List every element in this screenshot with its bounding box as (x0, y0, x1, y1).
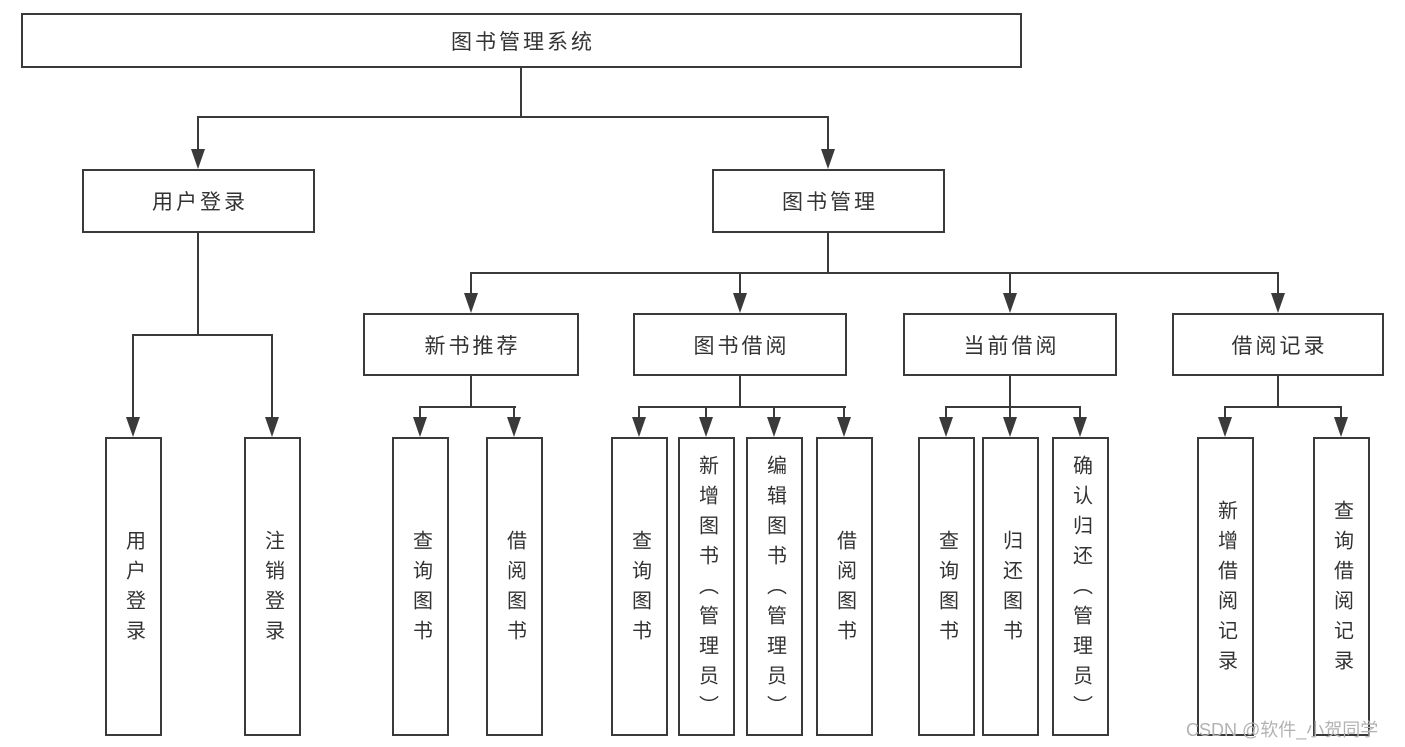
node-borrow-record-label: 借阅记录 (1231, 334, 1328, 358)
arrow-down-icon (1003, 293, 1017, 313)
arrow-down-icon (191, 149, 205, 169)
connector-to-leaf (773, 407, 775, 419)
connector-to-leaf (1224, 407, 1226, 419)
leaf-add-book-admin-label: 新增图书（管理员） (695, 454, 718, 725)
connector-root-stub (520, 68, 522, 117)
connector-to-level3 (470, 273, 472, 295)
connector-current-bar (945, 406, 1081, 408)
connector-to-leaf (132, 335, 134, 419)
arrow-down-icon (1218, 417, 1232, 437)
leaf-edit-book-admin-label: 编辑图书（管理员） (763, 454, 786, 725)
leaf-query-borrow-record-label: 查询借阅记录 (1330, 499, 1353, 680)
node-new-book-recommend: 新书推荐 (363, 313, 579, 376)
connector-to-leaf (1009, 407, 1011, 419)
connector-book-management-bar (470, 272, 1279, 274)
arrow-down-icon (1073, 417, 1087, 437)
leaf-borrow-query-book: 查询图书 (611, 437, 668, 736)
connector-user-login-bar (132, 334, 273, 336)
leaf-edit-book-admin: 编辑图书（管理员） (746, 437, 803, 736)
node-current-borrow: 当前借阅 (903, 313, 1117, 376)
leaf-borrow-query-book-label: 查询图书 (628, 529, 651, 650)
leaf-current-query-book-label: 查询图书 (935, 529, 958, 650)
leaf-user-logout: 注销登录 (244, 437, 301, 736)
connector-to-user-login (197, 117, 199, 151)
arrow-down-icon (413, 417, 427, 437)
connector-to-leaf (419, 407, 421, 419)
connector-root-bar (197, 116, 829, 118)
connector-to-leaf (1340, 407, 1342, 419)
node-borrow-record: 借阅记录 (1172, 313, 1384, 376)
node-user-login: 用户登录 (82, 169, 315, 233)
node-book-management-label: 图书管理 (782, 191, 878, 214)
connector-book-management-stub (827, 233, 829, 273)
leaf-return-book-label: 归还图书 (999, 529, 1022, 650)
leaf-recommend-borrow-book: 借阅图书 (486, 437, 543, 736)
leaf-return-book: 归还图书 (982, 437, 1039, 736)
arrow-down-icon (464, 293, 478, 313)
arrow-down-icon (767, 417, 781, 437)
arrow-down-icon (632, 417, 646, 437)
connector-recommend-stub (470, 376, 472, 407)
leaf-user-logout-label: 注销登录 (261, 529, 284, 650)
arrow-down-icon (1003, 417, 1017, 437)
node-root-label: 图书管理系统 (451, 30, 595, 54)
connector-current-stub (1009, 376, 1011, 407)
node-book-borrow: 图书借阅 (633, 313, 847, 376)
arrow-down-icon (733, 293, 747, 313)
connector-recommend-bar (419, 406, 516, 408)
connector-record-stub (1277, 376, 1279, 407)
connector-to-leaf (513, 407, 515, 419)
connector-to-leaf (843, 407, 845, 419)
arrow-down-icon (699, 417, 713, 437)
node-book-management: 图书管理 (712, 169, 945, 233)
connector-to-level3 (1277, 273, 1279, 295)
leaf-add-borrow-record-label: 新增借阅记录 (1214, 499, 1237, 680)
node-current-borrow-label: 当前借阅 (963, 334, 1060, 358)
leaf-recommend-query-book-label: 查询图书 (409, 529, 432, 650)
leaf-user-login-label: 用户登录 (122, 529, 145, 650)
leaf-borrow-book: 借阅图书 (816, 437, 873, 736)
watermark: CSDN @软件_小贺同学 (1186, 720, 1379, 740)
connector-to-leaf (1079, 407, 1081, 419)
connector-to-level3 (739, 273, 741, 295)
leaf-borrow-book-label: 借阅图书 (833, 529, 856, 650)
connector-to-level3 (1009, 273, 1011, 295)
connector-to-leaf (705, 407, 707, 419)
leaf-current-query-book: 查询图书 (918, 437, 975, 736)
leaf-add-book-admin: 新增图书（管理员） (678, 437, 735, 736)
connector-to-leaf (945, 407, 947, 419)
leaf-user-login: 用户登录 (105, 437, 162, 736)
arrow-down-icon (1271, 293, 1285, 313)
leaf-recommend-borrow-book-label: 借阅图书 (503, 529, 526, 650)
node-new-book-recommend-label: 新书推荐 (424, 334, 521, 358)
arrow-down-icon (837, 417, 851, 437)
connector-record-bar (1224, 406, 1342, 408)
node-root: 图书管理系统 (21, 13, 1022, 68)
node-user-login-label: 用户登录 (152, 191, 248, 214)
connector-to-book-management (827, 117, 829, 151)
leaf-add-borrow-record: 新增借阅记录 (1197, 437, 1254, 736)
arrow-down-icon (126, 417, 140, 437)
arrow-down-icon (265, 417, 279, 437)
arrow-down-icon (1334, 417, 1348, 437)
connector-to-leaf (638, 407, 640, 419)
arrow-down-icon (507, 417, 521, 437)
node-book-borrow-label: 图书借阅 (693, 334, 790, 358)
connector-user-login-stub (197, 233, 199, 335)
leaf-recommend-query-book: 查询图书 (392, 437, 449, 736)
arrow-down-icon (821, 149, 835, 169)
leaf-confirm-return-admin: 确认归还（管理员） (1052, 437, 1109, 736)
connector-borrow-bar (638, 406, 846, 408)
connector-borrow-stub (739, 376, 741, 407)
leaf-query-borrow-record: 查询借阅记录 (1313, 437, 1370, 736)
connector-to-leaf (271, 335, 273, 419)
leaf-confirm-return-admin-label: 确认归还（管理员） (1069, 454, 1092, 725)
arrow-down-icon (939, 417, 953, 437)
